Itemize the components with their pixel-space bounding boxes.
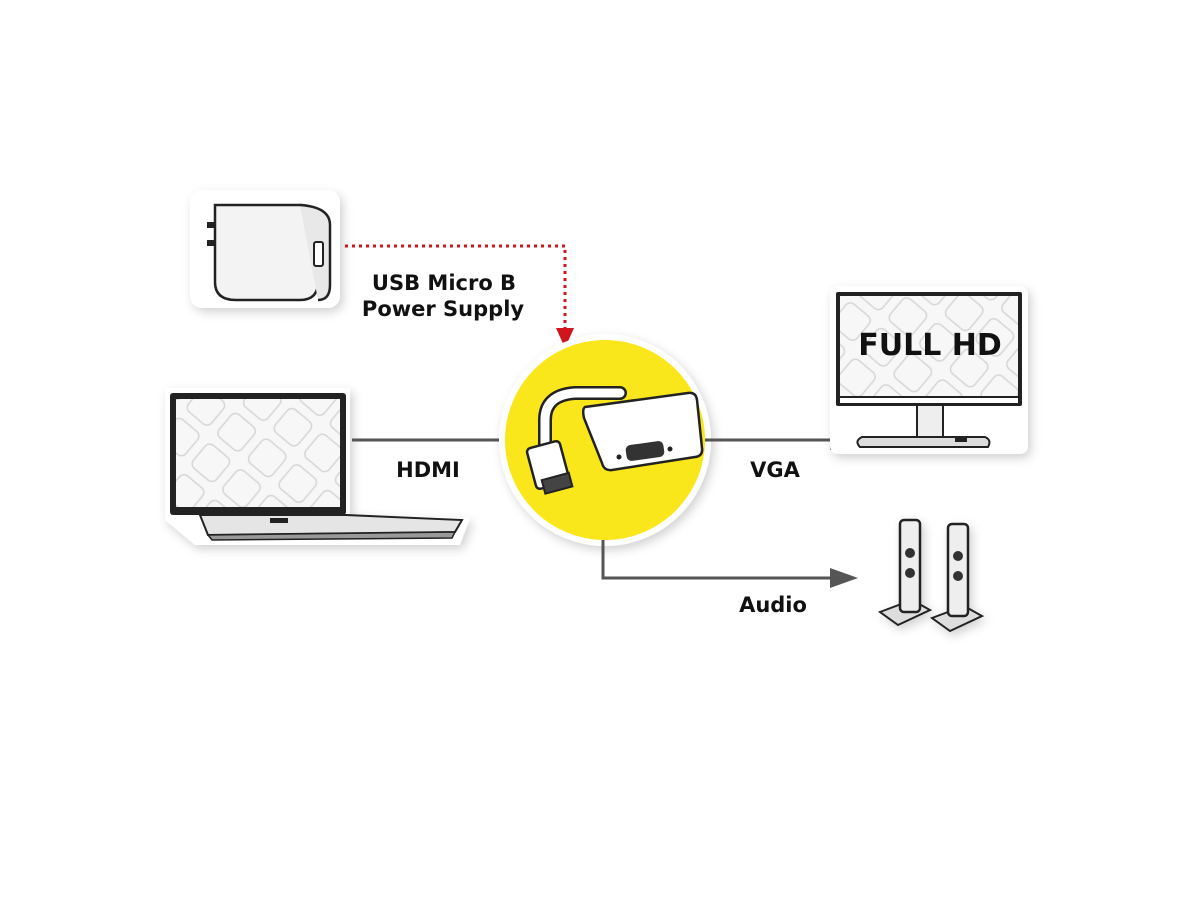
vga-label: VGA — [750, 458, 800, 482]
monitor-icon — [830, 286, 1028, 454]
audio-label: Audio — [739, 593, 807, 617]
power-label-line2: Power Supply — [362, 297, 524, 321]
power-adapter-icon — [190, 190, 340, 308]
hdmi-label: HDMI — [396, 458, 460, 482]
hdmi-vga-adapter-icon — [499, 334, 711, 546]
speakers-icon — [877, 518, 985, 633]
laptop-icon — [165, 388, 470, 545]
monitor-screen-text: FULL HD — [858, 328, 1002, 363]
power-label-line1: USB Micro B — [372, 271, 516, 295]
audio-connection-line — [601, 540, 858, 588]
power-connection-line — [345, 244, 574, 348]
